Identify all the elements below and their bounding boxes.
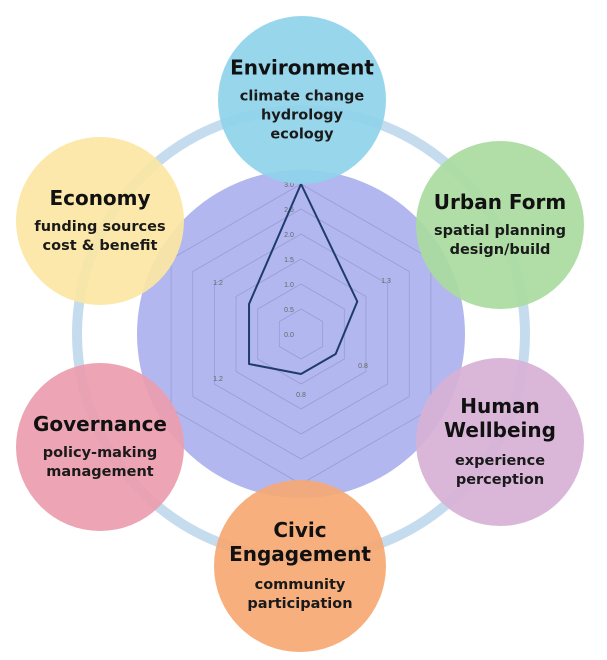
radar-grid-ring [278, 308, 324, 360]
node-subtitle: perception [456, 472, 544, 488]
node-subtitle: funding sources [34, 219, 165, 235]
node-subtitle: design/build [450, 242, 551, 258]
node-subtitle: cost & benefit [43, 238, 158, 254]
node-circle [16, 363, 184, 531]
node-subtitle: climate change [240, 89, 365, 105]
radar-grid-ring [257, 283, 345, 385]
radar-scale-tick: 2.0 [284, 232, 294, 239]
node-title: Environment [230, 56, 374, 80]
node-subtitle: ecology [270, 127, 334, 143]
radar-scale-tick: 1.0 [284, 282, 294, 289]
node-title: Economy [49, 186, 150, 210]
node-circle [218, 16, 386, 184]
node-title: Engagement [229, 542, 371, 566]
node-title: Human [460, 394, 540, 418]
radar-grid-ring [213, 233, 389, 435]
node-governance: Governance policy-making management [16, 363, 184, 531]
node-subtitle: management [46, 464, 153, 480]
radar-value-labels: 1.3 0.8 0.8 1.2 1.2 [213, 278, 391, 399]
node-subtitle: policy-making [43, 445, 158, 461]
radar-value-label: 1.3 [381, 278, 391, 285]
radar-background-disc [137, 170, 465, 498]
node-subtitle: hydrology [261, 108, 344, 124]
node-circle [16, 137, 184, 305]
node-subtitle: community [255, 577, 346, 593]
node-subtitle: experience [455, 453, 545, 469]
node-subtitle: participation [247, 596, 352, 612]
node-subtitle: spatial planning [434, 223, 566, 239]
radar-scale-tick: 0.5 [284, 307, 294, 314]
node-circle [214, 480, 386, 652]
radar-grid-ring [235, 258, 367, 410]
radar-value-label: 0.8 [296, 392, 306, 399]
node-environment: Environment climate change hydrology ecolog… [218, 16, 386, 184]
node-title: Wellbeing [444, 418, 556, 442]
radar-value-label: 1.2 [213, 376, 223, 383]
radar-scale-tick: 3.0 [284, 182, 294, 189]
radar-scale-tick: 0.0 [284, 332, 294, 339]
radar-series-line [248, 183, 359, 375]
node-urban-form: Urban Form spatial planning design/build [416, 141, 584, 309]
node-title: Governance [33, 412, 167, 436]
node-title: Urban Form [434, 190, 566, 214]
node-circle [416, 358, 584, 526]
radar-grid-ring [192, 208, 410, 460]
radar-value-label: 1.2 [213, 280, 223, 287]
radar-scale-tick: 1.5 [284, 257, 294, 264]
node-economy: Economy funding sources cost & benefit [16, 137, 184, 305]
radar-value-label: 0.8 [358, 363, 368, 370]
node-title: Civic [273, 518, 326, 542]
node-circle [416, 141, 584, 309]
category-nodes: Environment climate change hydrology ecolog… [16, 16, 584, 652]
